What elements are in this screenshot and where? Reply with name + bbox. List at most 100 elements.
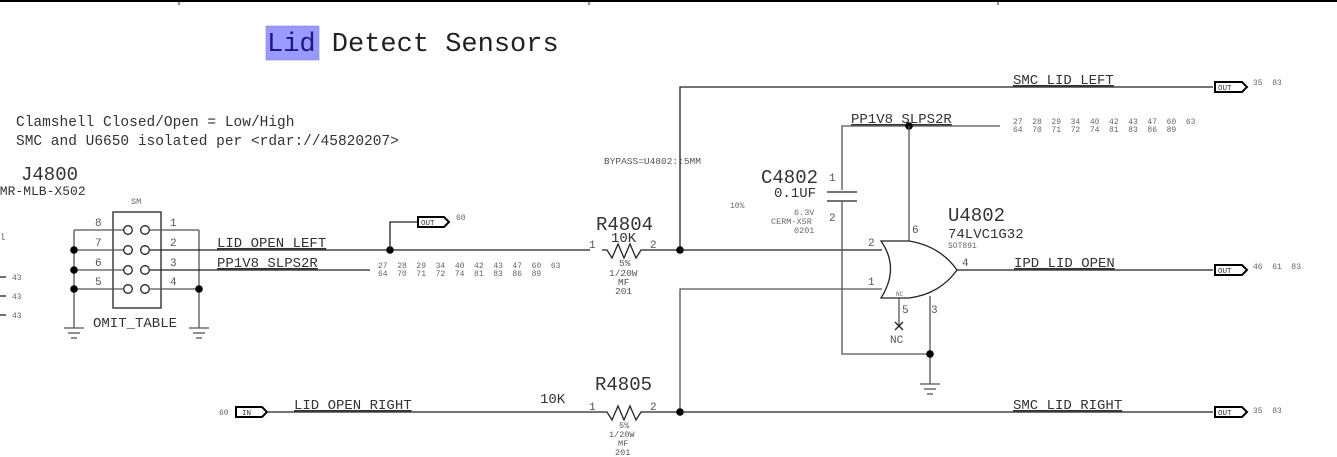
connector-part: AMR-MLB-X502 <box>0 184 86 199</box>
out-flag-ipd-lid-open[interactable]: OUT 46 61 83 <box>1214 263 1301 276</box>
svg-text:27 28 29 34 40 42 43 47: 27 28 29 34 40 42 43 47 60 63 <box>1013 118 1196 127</box>
pin-number: 4 <box>170 277 177 289</box>
in-flag-lid-open-right[interactable]: 60 IN <box>219 406 269 418</box>
net-pp1v8-slps2r[interactable]: PP1V8_SLPS2R 27 28 29 34 40 42 43 47 60 … <box>150 256 561 279</box>
svg-text:OUT: OUT <box>1218 85 1232 93</box>
svg-text:4: 4 <box>962 258 969 270</box>
svg-text:43: 43 <box>12 293 22 302</box>
pin-number: 7 <box>95 238 102 250</box>
resistor-zigzag <box>602 242 680 260</box>
ic-package: SOT891 <box>948 242 977 251</box>
page-ref-row: 64 70 71 72 74 81 83 86 89 <box>378 270 541 279</box>
page-ref: 35 83 <box>1253 407 1282 416</box>
svg-text:Lid Detect Sensors: Lid Detect Sensors <box>267 30 559 60</box>
page-ref: 60 <box>219 409 229 418</box>
svg-text:NC: NC <box>896 291 904 298</box>
ground-icon <box>920 383 940 395</box>
out-flag-lid-open-left[interactable]: OUT 60 <box>417 214 466 228</box>
svg-text:6.3V: 6.3V <box>794 208 815 218</box>
bypass-note: BYPASS=U4802::5MM <box>604 156 701 167</box>
svg-text:OUT: OUT <box>1218 410 1232 418</box>
svg-text:0201: 0201 <box>794 226 814 236</box>
svg-text:43: 43 <box>12 312 22 321</box>
junction <box>195 285 203 293</box>
connector-right-wires <box>150 229 200 328</box>
capacitor-ref: C4802 <box>761 167 818 189</box>
net-label: LID_OPEN_LEFT <box>217 236 326 252</box>
svg-text:OUT: OUT <box>421 220 435 228</box>
net-ipd-lid-open[interactable]: IPD_LID_OPEN <box>957 256 1213 272</box>
or-gate-symbol <box>879 240 958 299</box>
page-ref: 46 61 83 <box>1253 263 1301 272</box>
svg-text:1: 1 <box>589 402 596 414</box>
net-label: PP1V8_SLPS2R <box>851 112 952 128</box>
net-lid-open-right[interactable]: LID_OPEN_RIGHT <box>267 398 590 414</box>
pin-number: 1 <box>170 218 177 230</box>
ic-part: 74LVC1G32 <box>948 227 1024 243</box>
junction <box>926 350 934 358</box>
border-ticks <box>178 2 999 5</box>
resistor-r4805[interactable]: R4805 10K 1 2 5% 1/20W MF 201 <box>540 374 680 457</box>
page-ref: 35 83 <box>1253 79 1282 88</box>
svg-text:5%: 5% <box>619 421 630 431</box>
pin-number: 6 <box>95 258 102 270</box>
net-label: SMC_LID_LEFT <box>1013 73 1114 89</box>
svg-text:5: 5 <box>902 305 909 317</box>
net-label: LID_OPEN_RIGHT <box>294 398 412 414</box>
or-gate-u4802[interactable]: U4802 74LVC1G32 SOT891 2 1 6 4 3 5 NC NC <box>868 205 1024 384</box>
connector-ref: J4800 <box>21 164 78 186</box>
net-smc-lid-right[interactable]: SMC_LID_RIGHT <box>680 398 1213 414</box>
net-smc-lid-left[interactable]: SMC_LID_LEFT <box>679 73 1213 250</box>
svg-text:1/20W: 1/20W <box>609 430 635 440</box>
resistor-ref: R4804 <box>596 214 653 236</box>
connector-body <box>112 211 162 309</box>
title-highlight <box>265 25 320 61</box>
resistor-zigzag <box>590 404 680 422</box>
svg-text:2: 2 <box>868 238 875 250</box>
svg-text:2: 2 <box>650 402 657 414</box>
svg-text:OUT: OUT <box>1218 268 1232 276</box>
page-border-top <box>0 0 1337 2</box>
nc-label: NC <box>890 335 904 347</box>
ground-icon <box>189 327 209 339</box>
svg-text:43: 43 <box>12 274 22 283</box>
net-pp1v8-top[interactable]: PP1V8_SLPS2R 27 28 29 34 40 42 43 47 60 … <box>841 112 1196 190</box>
left-offpage-stubs: l 43 43 43 <box>0 233 22 321</box>
capacitor-c4802[interactable]: C4802 0.1UF 1 2 10% 6.3V CERM-X5R 0201 <box>730 167 930 355</box>
svg-text:2: 2 <box>829 213 836 225</box>
pin-number: 8 <box>95 218 102 230</box>
svg-text:MF: MF <box>618 439 628 449</box>
svg-text:CERM-X5R: CERM-X5R <box>771 217 812 227</box>
svg-text:64 70 71 72 74 81 83 86: 64 70 71 72 74 81 83 86 89 <box>1013 126 1176 135</box>
page-ref-row: 27 28 29 34 40 42 43 47 60 63 <box>378 262 561 271</box>
svg-text:1/20W: 1/20W <box>609 268 638 279</box>
note-line-1: Clamshell Closed/Open = Low/High <box>16 115 294 131</box>
junction <box>70 246 78 254</box>
connector-j4800[interactable]: J4800 AMR-MLB-X502 SM 8 7 <box>0 164 203 332</box>
out-flag-smc-lid-right[interactable]: OUT 35 83 <box>1214 406 1282 418</box>
svg-text:IN: IN <box>242 410 251 418</box>
svg-text:3: 3 <box>931 305 938 317</box>
net-label: PP1V8_SLPS2R <box>217 256 318 272</box>
connector-pin-circles <box>123 225 150 294</box>
title-rest-text: Detect Sensors <box>316 30 559 60</box>
svg-text:1: 1 <box>829 173 836 185</box>
net-label: SMC_LID_RIGHT <box>1013 398 1122 414</box>
ic-ref: U4802 <box>948 205 1005 227</box>
junction <box>70 266 78 274</box>
pin-number: 3 <box>170 258 177 270</box>
out-flag-smc-lid-left[interactable]: OUT 35 83 <box>1214 79 1282 93</box>
ground-icon <box>64 327 84 339</box>
pin-number: 5 <box>95 277 102 289</box>
net-label: IPD_LID_OPEN <box>1014 256 1115 272</box>
svg-text:6: 6 <box>912 225 919 237</box>
net-lid-open-left[interactable]: LID_OPEN_LEFT <box>150 221 590 254</box>
page-title: Lid Detect Sensors <box>265 25 559 61</box>
resistor-r4804[interactable]: R4804 10K 1 2 5% 1/20W MF 201 <box>589 214 680 297</box>
page-ref: 60 <box>456 214 466 223</box>
svg-text:l: l <box>0 233 5 243</box>
svg-text:10%: 10% <box>730 202 745 211</box>
svg-text:5%: 5% <box>619 258 631 269</box>
resistor-value: 10K <box>611 231 637 247</box>
